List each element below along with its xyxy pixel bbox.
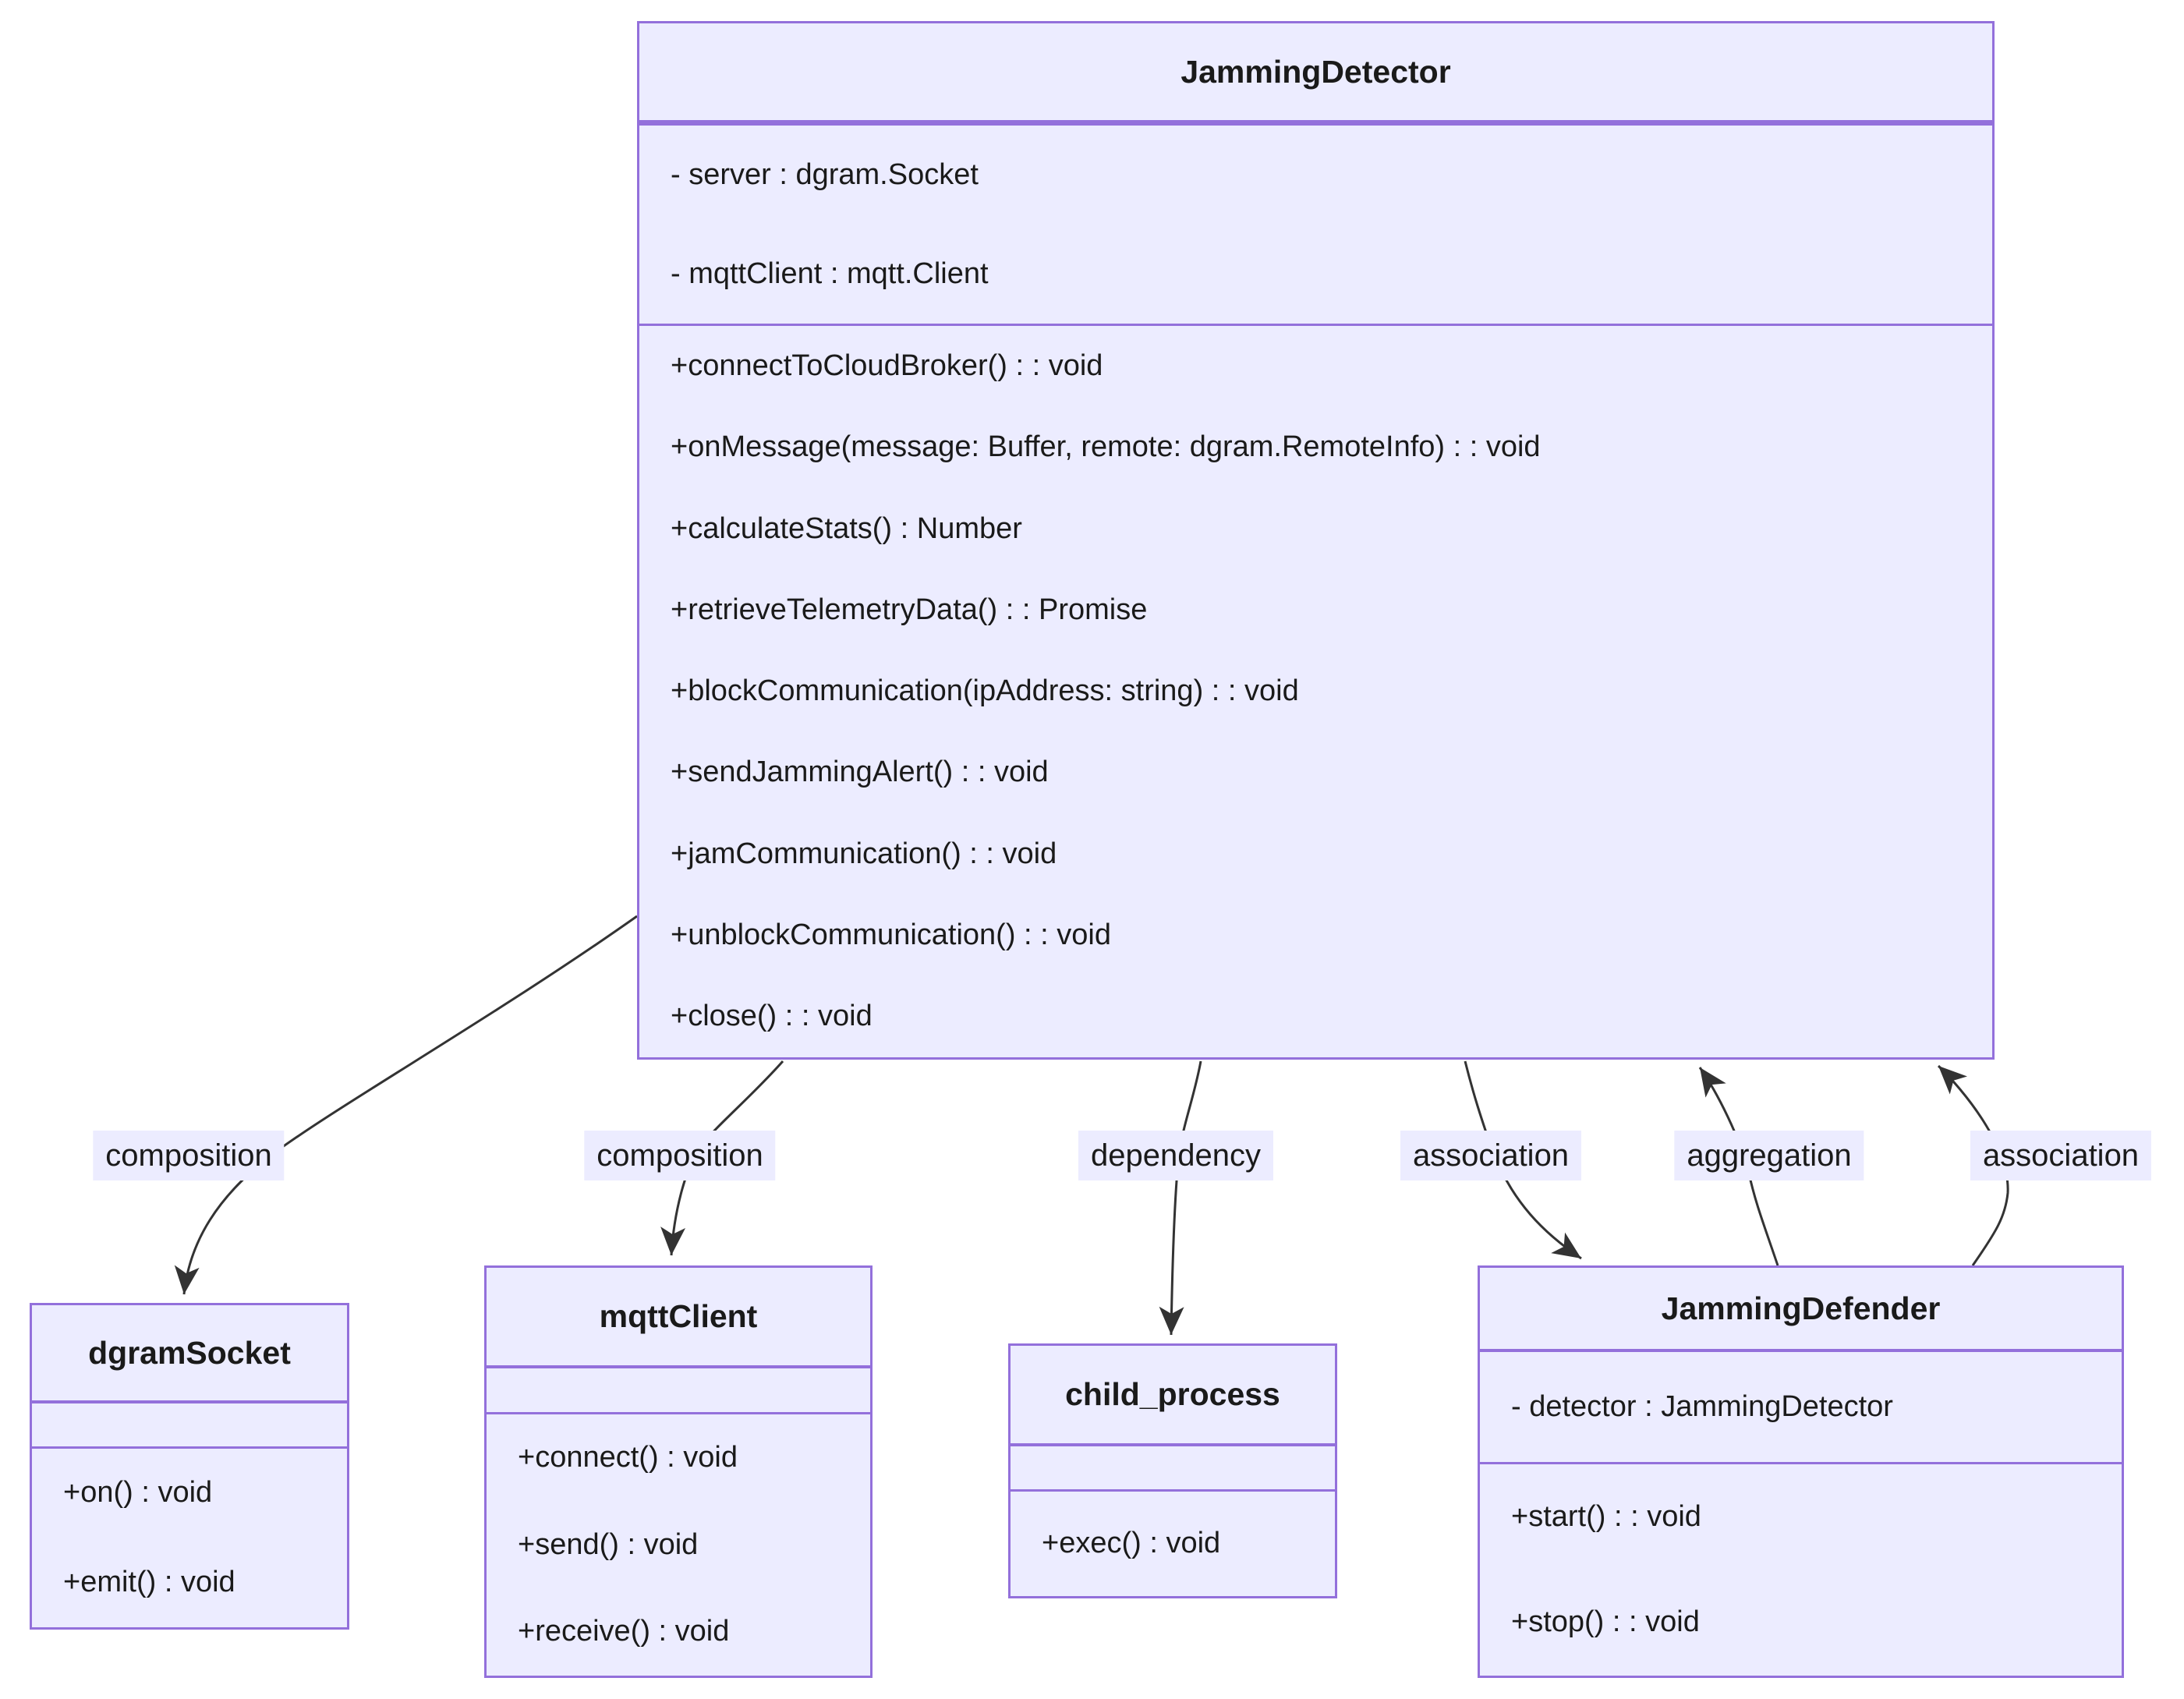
attribute-row: - detector : JammingDetector <box>1511 1389 1893 1423</box>
method-row: +blockCommunication(ipAddress: string) :… <box>671 674 1299 708</box>
edge-label-association-2: association <box>1970 1131 2152 1180</box>
attribute-row: - server : dgram.Socket <box>671 158 979 191</box>
methods-dgramsocket: +on() : void +emit() : void <box>32 1449 347 1627</box>
edge-association-jammingdetector <box>1937 1064 2009 1266</box>
method-row: +stop() : : void <box>1511 1605 1700 1639</box>
method-row: +jamCommunication() : : void <box>671 837 1057 870</box>
edge-composition-dgramsocket <box>174 915 638 1295</box>
method-row: +calculateStats() : Number <box>671 511 1022 545</box>
method-row: +retrieveTelemetryData() : : Promise <box>671 593 1148 626</box>
class-box-dgramsocket: dgramSocket +on() : void +emit() : void <box>30 1303 349 1630</box>
method-row: +start() : : void <box>1511 1499 1701 1533</box>
edge-label-dependency: dependency <box>1078 1131 1273 1180</box>
attributes-jammingdetector: - server : dgram.Socket - mqttClient : m… <box>639 126 1992 326</box>
method-row: +connectToCloudBroker() : : void <box>671 349 1103 383</box>
methods-jammingdefender: +start() : : void +stop() : : void <box>1480 1464 2122 1676</box>
class-box-jammingdefender: JammingDefender - detector : JammingDete… <box>1478 1265 2124 1678</box>
edge-dependency-child-process <box>1159 1060 1202 1336</box>
edge-label-composition-1: composition <box>93 1131 285 1180</box>
method-row: +send() : void <box>518 1527 699 1561</box>
attributes-mqttclient <box>487 1368 870 1414</box>
method-row: +receive() : void <box>518 1615 730 1648</box>
method-row: +close() : : void <box>671 1000 873 1033</box>
attributes-dgramsocket <box>32 1403 347 1449</box>
class-box-child-process: child_process +exec() : void <box>1008 1343 1337 1598</box>
method-row: +exec() : void <box>1042 1527 1221 1560</box>
attribute-row: - mqttClient : mqtt.Client <box>671 257 989 290</box>
class-box-jammingdetector: JammingDetector - server : dgram.Socket … <box>637 21 1995 1060</box>
attributes-jammingdefender: - detector : JammingDetector <box>1480 1352 2122 1464</box>
methods-child-process: +exec() : void <box>1011 1492 1335 1596</box>
edge-label-composition-2: composition <box>584 1131 776 1180</box>
edge-label-association-1: association <box>1400 1131 1582 1180</box>
class-title-jammingdetector: JammingDetector <box>639 23 1992 126</box>
method-row: +connect() : void <box>518 1440 738 1474</box>
class-title-mqttclient: mqttClient <box>487 1268 870 1368</box>
class-title-dgramsocket: dgramSocket <box>32 1305 347 1403</box>
method-row: +on() : void <box>63 1476 213 1510</box>
method-row: +sendJammingAlert() : : void <box>671 756 1049 789</box>
methods-jammingdetector: +connectToCloudBroker() : : void +onMess… <box>639 326 1992 1057</box>
edge-label-aggregation: aggregation <box>1674 1131 1864 1180</box>
method-row: +emit() : void <box>63 1565 235 1598</box>
methods-mqttclient: +connect() : void +send() : void +receiv… <box>487 1414 870 1676</box>
method-row: +onMessage(message: Buffer, remote: dgra… <box>671 430 1541 464</box>
class-box-mqttclient: mqttClient +connect() : void +send() : v… <box>484 1265 873 1678</box>
class-title-child-process: child_process <box>1011 1346 1335 1446</box>
method-row: +unblockCommunication() : : void <box>671 918 1111 951</box>
class-title-jammingdefender: JammingDefender <box>1480 1268 2122 1352</box>
attributes-child-process <box>1011 1446 1335 1492</box>
